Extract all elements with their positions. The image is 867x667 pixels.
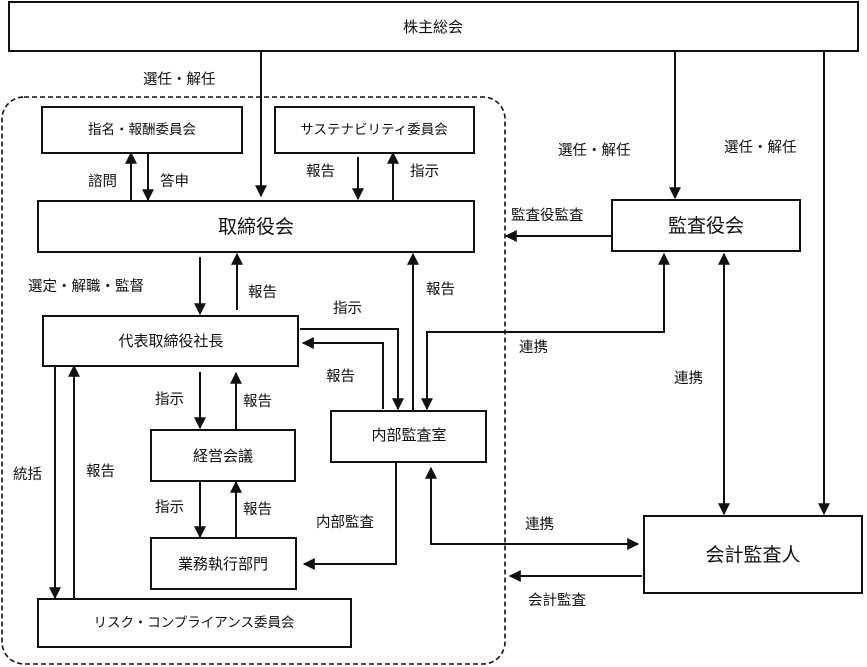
node-risk-label: リスク・コンプライアンス委員会 [93, 615, 294, 631]
node-president: 代表取締役社長 [42, 315, 299, 367]
label-president-board: 報告 [248, 284, 277, 301]
label-mgmt-business: 指示 [155, 499, 184, 516]
label-president-mgmt: 指示 [155, 391, 184, 408]
label-president-risk: 統括 [13, 466, 42, 483]
label-ia-accountant: 連携 [525, 516, 554, 533]
label-sh-board: 選任・解任 [143, 71, 216, 88]
node-nomination-label: 指名・報酬委員会 [88, 122, 196, 138]
edge-auditboard-ia [421, 252, 670, 411]
label-sh-auditboard: 選任・解任 [558, 142, 631, 159]
node-business: 業務執行部門 [150, 537, 297, 590]
label-ia-business: 内部監査 [316, 514, 374, 531]
node-management-label: 経営会議 [193, 447, 253, 465]
node-president-label: 代表取締役社長 [118, 332, 223, 350]
node-sustainability: サステナビリティ委員会 [274, 106, 475, 154]
node-board-label: 取締役会 [218, 216, 294, 238]
node-management: 経営会議 [150, 429, 296, 482]
edge-ia-business [302, 463, 397, 570]
label-auditboard-board: 監査役監査 [511, 207, 584, 224]
node-internal-audit-label: 内部監査室 [371, 426, 446, 444]
node-sustainability-label: サステナビリティ委員会 [300, 122, 447, 138]
label-accountant-audit: 会計監査 [528, 592, 586, 609]
label-auditboard-ia: 連携 [519, 339, 548, 356]
edge-ia-president [301, 337, 384, 409]
label-ia-president: 報告 [326, 368, 355, 385]
label-ia-board: 報告 [426, 281, 455, 298]
node-shareholders-label: 株主総会 [403, 18, 463, 36]
node-board: 取締役会 [37, 200, 475, 253]
node-nomination: 指名・報酬委員会 [41, 106, 243, 154]
node-accounting-auditor: 会計監査人 [643, 515, 863, 594]
node-auditboard-label: 監査役会 [668, 215, 744, 237]
label-risk-president: 報告 [86, 463, 115, 480]
label-business-mgmt: 報告 [243, 501, 272, 518]
label-mgmt-president: 報告 [243, 393, 272, 410]
edge-president-ia [300, 328, 404, 411]
node-auditboard: 監査役会 [611, 199, 801, 252]
label-board-president: 選定・解職・監督 [28, 278, 144, 295]
node-business-label: 業務執行部門 [178, 555, 268, 573]
node-internal-audit: 内部監査室 [330, 410, 487, 463]
label-board-sustain: 指示 [410, 163, 439, 180]
edge-ia-accountant [425, 466, 640, 550]
label-auditboard-accountant: 連携 [674, 370, 703, 387]
label-sh-accountant: 選任・解任 [724, 139, 797, 156]
label-president-ia: 指示 [333, 300, 362, 317]
node-accounting-auditor-label: 会計監査人 [705, 544, 800, 566]
node-shareholders: 株主総会 [8, 1, 859, 52]
label-nomination-board: 答申 [160, 173, 189, 190]
label-board-nomination: 諮問 [88, 173, 117, 190]
node-risk: リスク・コンプライアンス委員会 [37, 598, 352, 648]
label-sustain-board: 報告 [306, 163, 335, 180]
